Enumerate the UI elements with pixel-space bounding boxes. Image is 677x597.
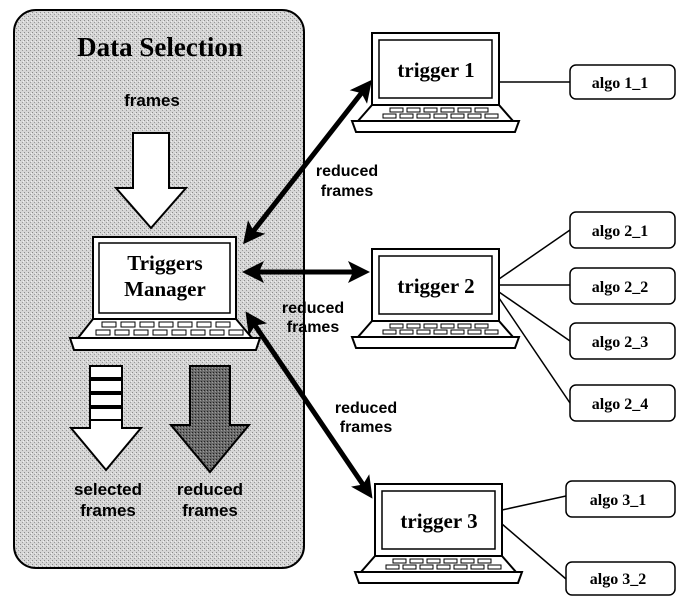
link2-label-2: frames [287, 319, 340, 336]
link-manager-trigger1 [243, 79, 372, 245]
algo-2-4-label: algo 2_4 [592, 396, 648, 413]
algo-box-2-4[interactable]: algo 2_4 [569, 384, 676, 422]
link2-label-1: reduced [282, 300, 344, 317]
algo-connections [498, 81, 571, 580]
link1-label-1: reduced [316, 163, 378, 180]
link1-label-2: frames [321, 183, 374, 200]
trigger-3-computer[interactable]: trigger 3 [353, 483, 524, 584]
trigger-1-computer[interactable]: trigger 1 [350, 32, 521, 133]
manager-line1: Triggers [127, 251, 202, 275]
algo-box-2-2[interactable]: algo 2_2 [569, 267, 676, 305]
algo-box-2-1[interactable]: algo 2_1 [569, 211, 676, 249]
reduced-frames-out-label-1: reduced [177, 480, 243, 499]
reduced-frames-out-label-2: frames [182, 501, 238, 520]
link-manager-trigger3 [245, 311, 373, 499]
algo-3-2-label: algo 3_2 [590, 571, 646, 588]
algo-1-1-label: algo 1_1 [592, 75, 648, 92]
selected-frames-label-1: selected [74, 480, 142, 499]
algo-box-2-3[interactable]: algo 2_3 [569, 322, 676, 360]
trigger-1-label: trigger 1 [397, 58, 474, 82]
algo-box-3-2[interactable]: algo 3_2 [565, 561, 676, 596]
link3-label-1: reduced [335, 400, 397, 417]
algo-2-1-label: algo 2_1 [592, 223, 648, 240]
algo-2-2-label: algo 2_2 [592, 279, 648, 296]
selected-frames-label-2: frames [80, 501, 136, 520]
reduced-frames-out-arrow [168, 365, 252, 474]
panel-title: Data Selection [77, 32, 243, 62]
algo-2-3-label: algo 2_3 [592, 334, 648, 351]
algo-box-3-1[interactable]: algo 3_1 [565, 480, 676, 518]
input-frames-label: frames [124, 91, 180, 110]
selected-frames-arrow [68, 365, 144, 472]
algo-box-1-1[interactable]: algo 1_1 [569, 64, 676, 100]
trigger-2-label: trigger 2 [397, 274, 474, 298]
trigger-3-label: trigger 3 [400, 509, 477, 533]
link3-label-2: frames [340, 419, 393, 436]
manager-line2: Manager [124, 277, 206, 301]
input-frames-arrow [113, 132, 189, 230]
algo-3-1-label: algo 3_1 [590, 492, 646, 509]
triggers-manager-computer[interactable]: Triggers Manager [68, 236, 262, 351]
trigger-2-computer[interactable]: trigger 2 [350, 248, 521, 349]
